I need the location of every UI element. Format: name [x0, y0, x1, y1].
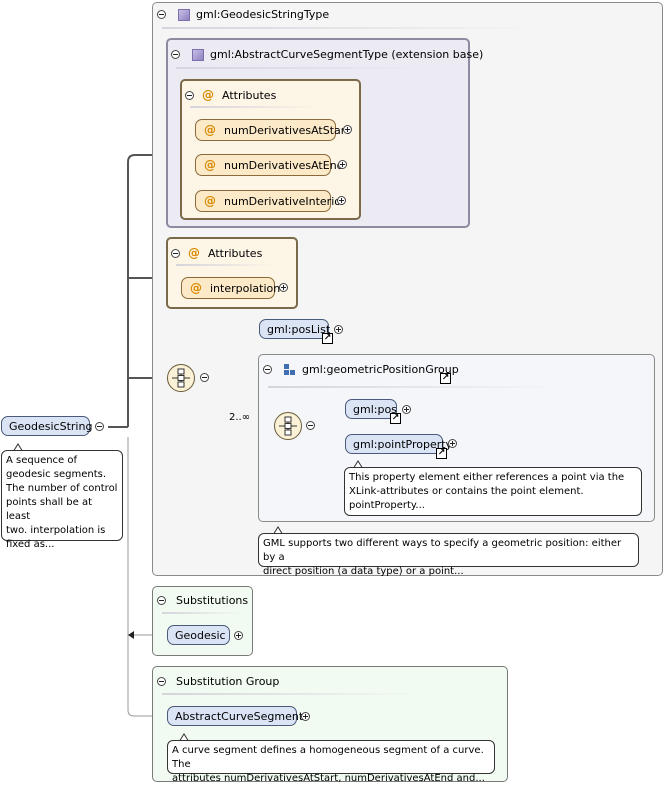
header-divider — [176, 264, 276, 266]
element-label: Geodesic — [175, 628, 226, 642]
header-divider — [190, 106, 320, 108]
note-tail — [13, 443, 23, 451]
attribute-icon: @ — [204, 123, 216, 137]
header-divider — [162, 612, 242, 614]
collapse-toggle-icon[interactable] — [95, 422, 104, 431]
substitution-group-annotation: A curve segment defines a homogeneous se… — [167, 740, 495, 784]
expand-toggle-icon[interactable] — [234, 631, 243, 640]
collapse-toggle-icon[interactable] — [157, 596, 166, 605]
element-label: GeodesicString — [9, 419, 93, 433]
expand-toggle-icon[interactable] — [338, 160, 347, 169]
attribute-icon: @ — [202, 88, 214, 102]
geometric-position-group-title: gml:geometricPositionGroup — [302, 363, 459, 376]
model-group-icon — [284, 363, 296, 376]
attribute-icon: @ — [204, 194, 216, 208]
annotation-line: points shall be at least — [6, 497, 93, 522]
sequence-compositor-icon[interactable] — [274, 412, 302, 440]
element-label: gml:pos — [353, 402, 397, 416]
sequence-compositor-icon[interactable] — [167, 364, 195, 392]
substitution-group-element-abstract-curve-segment[interactable]: AbstractCurveSegment — [167, 706, 303, 726]
own-attributes-header: @ Attributes — [171, 246, 262, 260]
element-label: gml:posList — [267, 322, 331, 336]
attribute-label: numDerivativeInterior — [224, 194, 346, 208]
note-tail — [353, 460, 363, 468]
attribute-num-derivatives-at-start[interactable]: @ numDerivativesAtStart — [195, 119, 350, 141]
substitution-group-header: Substitution Group — [157, 675, 279, 688]
annotation-line: geodesic segments. — [6, 469, 107, 480]
collapse-toggle-icon[interactable] — [263, 365, 272, 374]
substitution-group-title: Substitution Group — [176, 675, 280, 688]
extension-base-title: gml:AbstractCurveSegmentType (extension … — [210, 48, 484, 61]
attribute-label: numDerivativesAtStart — [224, 123, 350, 137]
attribute-interpolation[interactable]: @ interpolation — [181, 277, 280, 299]
root-element-geodesic-string[interactable]: GeodesicString — [1, 416, 93, 436]
expand-toggle-icon[interactable] — [343, 125, 352, 134]
expand-toggle-icon[interactable] — [279, 283, 288, 292]
geodesic-string-type-title: gml:GeodesicStringType — [196, 8, 330, 21]
annotation-line: pointProperty... — [349, 500, 425, 511]
own-attributes-title: Attributes — [208, 246, 263, 260]
collapse-toggle-icon[interactable] — [200, 373, 209, 382]
attribute-icon: @ — [188, 246, 200, 260]
annotation-line: This property element either references … — [349, 472, 625, 483]
annotation-line: fixed as... — [6, 539, 55, 550]
annotation-line: two. interpolation is — [6, 525, 106, 536]
inherited-attributes-header: @ Attributes — [185, 88, 276, 102]
element-pos-list[interactable]: gml:posList — [259, 319, 331, 339]
header-divider — [268, 386, 558, 388]
annotation-line: attributes numDerivativesAtStart, numDer… — [172, 773, 485, 784]
extension-base-header: gml:AbstractCurveSegmentType (extension … — [171, 48, 483, 61]
annotation-line: The number of control — [6, 483, 118, 494]
attribute-label: numDerivativesAtEnd — [224, 158, 344, 172]
point-property-annotation: This property element either references … — [344, 467, 642, 516]
element-point-property[interactable]: gml:pointProperty — [345, 434, 452, 454]
element-label: AbstractCurveSegment — [175, 709, 304, 723]
substitutions-title: Substitutions — [176, 594, 249, 607]
header-divider — [162, 693, 422, 695]
geodesic-string-type-header: gml:GeodesicStringType — [157, 8, 329, 21]
root-annotation: A sequence of geodesic segments. The num… — [1, 450, 123, 550]
expand-toggle-icon[interactable] — [402, 405, 411, 414]
annotation-line: GML supports two different ways to speci… — [263, 538, 622, 563]
annotation-line: XLink-attributes or contains the point e… — [349, 486, 584, 497]
link-arrow-icon[interactable]: ↗ — [436, 448, 447, 459]
link-arrow-icon[interactable]: ↗ — [440, 373, 451, 384]
collapse-toggle-icon[interactable] — [157, 677, 166, 686]
collapse-toggle-icon[interactable] — [157, 10, 166, 19]
link-arrow-icon[interactable]: ↗ — [322, 333, 333, 344]
collapse-toggle-icon[interactable] — [185, 90, 194, 100]
element-label: gml:pointProperty — [353, 437, 453, 451]
inherited-attributes-title: Attributes — [222, 88, 277, 102]
element-pos[interactable]: gml:pos — [345, 399, 397, 419]
annotation-line: A sequence of — [6, 455, 78, 466]
substitutions-header: Substitutions — [157, 594, 248, 607]
collapse-toggle-icon[interactable] — [171, 50, 180, 59]
attribute-num-derivatives-at-end[interactable]: @ numDerivativesAtEnd — [195, 154, 344, 176]
complex-type-icon — [192, 48, 204, 61]
collapse-toggle-icon[interactable] — [171, 248, 180, 258]
collapse-toggle-icon[interactable] — [306, 421, 315, 430]
complex-type-icon — [178, 8, 190, 21]
substitution-element-geodesic[interactable]: Geodesic — [167, 625, 230, 645]
cardinality-label: 2..∞ — [229, 412, 251, 423]
attribute-icon: @ — [204, 158, 216, 172]
attribute-label: interpolation — [210, 281, 281, 295]
expand-toggle-icon[interactable] — [301, 712, 310, 721]
header-divider — [162, 27, 542, 29]
expand-toggle-icon[interactable] — [334, 325, 343, 334]
expand-toggle-icon[interactable] — [337, 196, 346, 205]
geometric-position-group-annotation: GML supports two different ways to speci… — [258, 533, 639, 577]
annotation-line: direct position (a data type) or a point… — [263, 566, 464, 577]
note-tail — [273, 526, 283, 534]
attribute-icon: @ — [190, 281, 202, 295]
expand-toggle-icon[interactable] — [448, 439, 457, 448]
annotation-line: A curve segment defines a homogeneous se… — [172, 745, 484, 770]
note-tail — [179, 733, 189, 741]
link-arrow-icon[interactable]: ↗ — [390, 413, 401, 424]
attribute-num-derivative-interior[interactable]: @ numDerivativeInterior — [195, 190, 346, 212]
geometric-position-group-header: gml:geometricPositionGroup — [263, 363, 459, 376]
header-divider — [176, 67, 426, 69]
